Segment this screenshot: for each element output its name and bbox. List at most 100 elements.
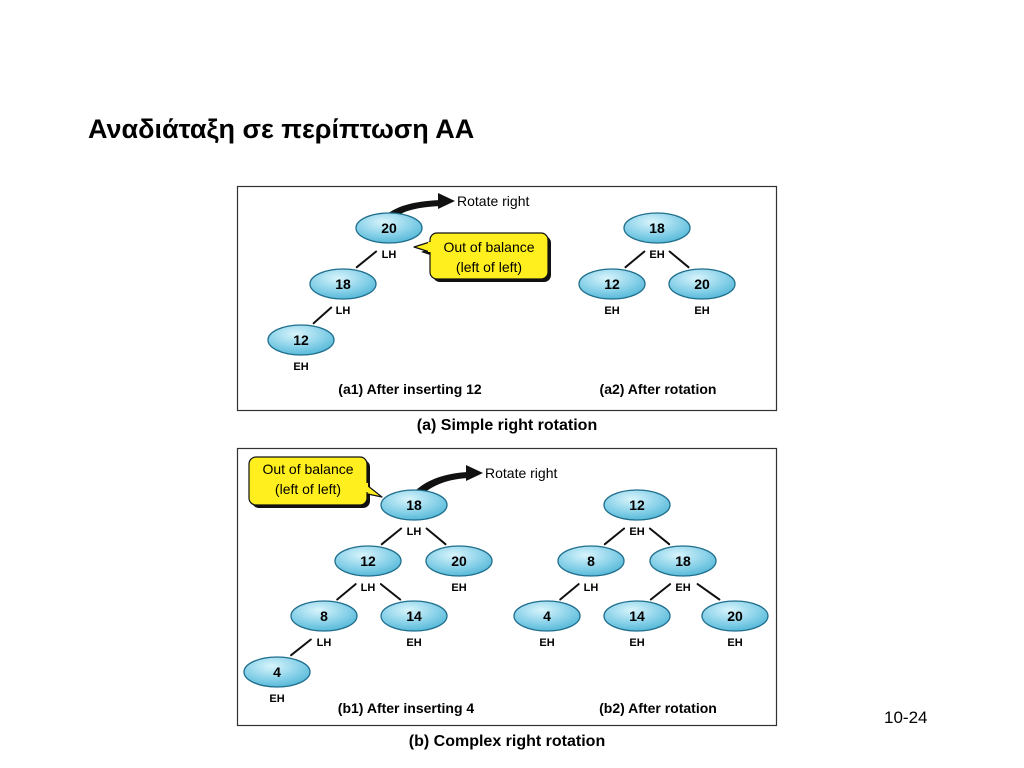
node-ellipse <box>334 545 402 577</box>
node-key: 18 <box>406 497 422 513</box>
balance-factor-label: LH <box>584 582 599 594</box>
balance-factor-label: LH <box>382 249 397 261</box>
balance-factor-label: EH <box>604 305 619 317</box>
node-ellipse <box>309 268 377 300</box>
node-key: 12 <box>629 497 645 513</box>
caption-a2: (a2) After rotation <box>600 381 717 397</box>
tree-edge-a2-18-12 <box>624 250 646 269</box>
node-key: 14 <box>406 608 422 624</box>
node-key: 20 <box>694 276 710 292</box>
callout-b: Out of balance (left of left) <box>248 456 383 508</box>
balance-factor-label: EH <box>675 582 690 594</box>
node-key: 12 <box>604 276 620 292</box>
node-ellipse <box>623 212 691 244</box>
node-key: 20 <box>451 553 467 569</box>
balance-factor-label: LH <box>317 637 332 649</box>
slide-number: 10-24 <box>884 708 928 727</box>
node-ellipse <box>290 600 358 632</box>
node-ellipse <box>243 656 311 688</box>
node-ellipse <box>267 324 335 356</box>
node-ellipse <box>425 545 493 577</box>
balance-factor-label: EH <box>629 526 644 538</box>
tree-node-b2-4: 4EH <box>513 600 581 649</box>
node-key: 8 <box>320 608 328 624</box>
node-ellipse <box>380 600 448 632</box>
node-ellipse <box>668 268 736 300</box>
tree-edge-b1-12-8 <box>336 583 357 601</box>
callout-a-line2: (left of left) <box>456 259 522 275</box>
node-ellipse <box>578 268 646 300</box>
node-ellipse <box>603 489 671 521</box>
balance-factor-label: LH <box>336 305 351 317</box>
tree-edge-b2-18-20 <box>696 583 721 601</box>
tree-edge-b1-12-14 <box>379 583 402 601</box>
tree-edge-b2-18-14 <box>649 583 672 601</box>
node-ellipse <box>355 212 423 244</box>
node-ellipse <box>557 545 625 577</box>
tree-edge-b1-18-12 <box>380 527 403 546</box>
node-key: 18 <box>675 553 691 569</box>
node-ellipse <box>380 489 448 521</box>
rotate-label-a: Rotate right <box>457 193 529 209</box>
node-ellipse <box>701 600 769 632</box>
node-key: 12 <box>293 332 309 348</box>
caption-b2: (b2) After rotation <box>599 700 717 716</box>
tree-edge-a1-18-12 <box>312 306 333 325</box>
caption-b1: (b1) After inserting 4 <box>338 700 475 716</box>
tree-edge-a2-18-20 <box>668 250 690 269</box>
callout-b-line2: (left of left) <box>275 481 341 497</box>
tree-edge-a1-20-18 <box>355 250 378 269</box>
node-key: 20 <box>727 608 743 624</box>
rotate-arrow-b: Rotate right <box>414 465 557 497</box>
node-key: 14 <box>629 608 645 624</box>
caption-a1: (a1) After inserting 12 <box>338 381 482 397</box>
balance-factor-label: EH <box>539 637 554 649</box>
node-ellipse <box>649 545 717 577</box>
node-key: 18 <box>649 220 665 236</box>
node-key: 12 <box>360 553 376 569</box>
node-key: 20 <box>381 220 397 236</box>
tree-edge-b1-18-20 <box>425 527 447 546</box>
tree-node-b2-8: 8LH <box>557 545 625 594</box>
tree-node-b1-4: 4EH <box>243 656 311 705</box>
balance-factor-label: EH <box>293 361 308 373</box>
tree-edge-b2-8-4 <box>559 583 580 601</box>
tree-edge-b1-8-4 <box>290 638 312 657</box>
node-key: 4 <box>543 608 551 624</box>
node-ellipse <box>513 600 581 632</box>
callout-a-line1: Out of balance <box>443 239 534 255</box>
slide-title: Αναδιάταξη σε περίπτωση ΑΑ <box>88 114 475 144</box>
balance-factor-label: EH <box>694 305 709 317</box>
balance-factor-label: LH <box>407 526 422 538</box>
balance-factor-label: EH <box>451 582 466 594</box>
balance-factor-label: EH <box>269 693 284 705</box>
balance-factor-label: EH <box>629 637 644 649</box>
callout-a: Out of balance (left of left) <box>413 232 551 282</box>
node-key: 4 <box>273 664 281 680</box>
balance-factor-label: EH <box>727 637 742 649</box>
tree-edge-b2-12-8 <box>603 527 626 546</box>
balance-factor-label: EH <box>406 637 421 649</box>
caption-b: (b) Complex right rotation <box>409 733 605 750</box>
rotate-arrow-a: Rotate right <box>385 193 529 221</box>
node-ellipse <box>603 600 671 632</box>
node-key: 18 <box>335 276 351 292</box>
balance-factor-label: LH <box>361 582 376 594</box>
panel-b-frame <box>236 447 778 727</box>
callout-b-line1: Out of balance <box>262 461 353 477</box>
tree-edge-b2-12-18 <box>648 527 671 546</box>
caption-a: (a) Simple right rotation <box>417 417 597 434</box>
